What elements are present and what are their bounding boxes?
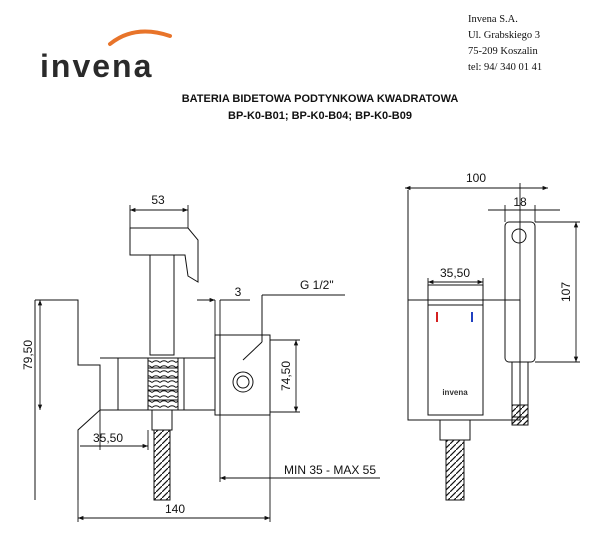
dim-lever-width: 35,50 [440,266,470,280]
company-address-block: Invena S.A. Ul. Grabskiego 3 75-209 Kosz… [468,12,542,76]
company-city: 75-209 Koszalin [468,46,538,57]
dim-valve-width: 35,50 [93,431,123,445]
product-title: BATERIA BIDETOWA PODTYNKOWA KWADRATOWA [181,93,459,105]
company-phone: tel: 94/ 340 01 41 [468,62,543,73]
dim-front-width: 100 [466,171,486,185]
dim-body-height: 74,50 [279,361,293,391]
dim-top-width: 53 [151,193,165,207]
front-view [407,190,536,501]
dim-left-height: 79,50 [21,340,35,370]
dim-thread: G 1/2" [300,278,334,292]
front-view-dimension-lines [405,183,580,363]
company-street: Ul. Grabskiego 3 [468,30,541,41]
dim-wall-plate: 3 [235,285,242,299]
side-view [34,227,271,501]
dim-handle-height: 107 [559,282,573,302]
side-view-dimension-lines [37,205,380,522]
dim-handle-width: 18 [513,195,527,209]
product-codes: BP-K0-B01; BP-K0-B04; BP-K0-B09 [228,110,412,122]
dim-depth-range: MIN 35 - MAX 55 [284,463,376,477]
logo-wordmark: invena [40,48,154,84]
body-logo: invena [442,388,468,397]
dim-total-depth: 140 [165,502,185,516]
invena-logo: invena [40,22,180,84]
company-name: Invena S.A. [468,14,518,25]
logo-swoosh-icon [108,29,172,46]
